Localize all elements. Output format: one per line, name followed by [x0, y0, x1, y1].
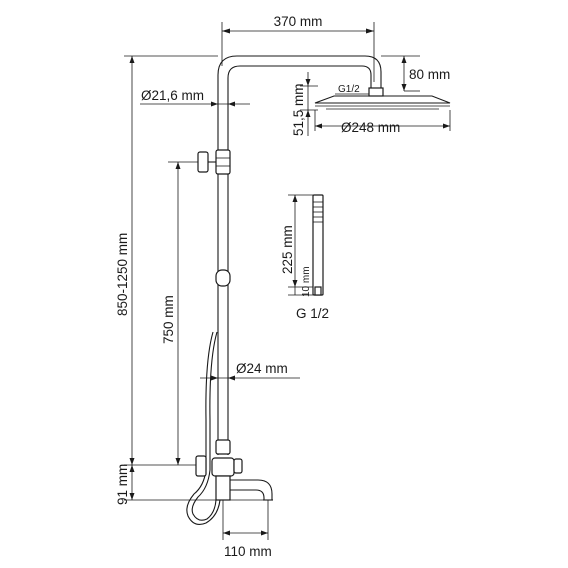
label-handshower-length: 225 mm — [280, 225, 295, 274]
dim-total-height: 850-1250 mm — [115, 55, 218, 465]
label-head-height: 51,5 mm — [291, 83, 306, 136]
label-spout-length: 110 mm — [224, 544, 272, 559]
dim-arm-length: 370 mm — [221, 14, 375, 82]
shower-head: G1/2 — [314, 84, 451, 110]
dim-mixer-height: 91 mm — [115, 464, 265, 505]
dim-head-height: 51,5 mm — [291, 72, 318, 136]
shower-hose — [186, 331, 221, 525]
label-holder-height: 750 mm — [161, 295, 176, 344]
hand-shower — [312, 194, 324, 296]
dim-lower-pipe-diameter: Ø24 mm — [200, 361, 300, 381]
riser-pipe — [197, 149, 231, 455]
dim-holder-height: 750 mm — [161, 161, 198, 465]
label-handshower-thread: G 1/2 — [296, 306, 329, 321]
dim-spout-length: 110 mm — [222, 500, 272, 559]
label-upper-pipe-diameter: Ø21,6 mm — [141, 88, 204, 103]
label-head-drop: 80 mm — [409, 67, 450, 82]
label-handshower-base: 10 mm — [301, 266, 312, 297]
label-mixer-height: 91 mm — [115, 464, 130, 505]
label-arm-length: 370 mm — [274, 14, 323, 29]
dim-head-diameter: Ø248 mm — [314, 110, 451, 135]
dim-upper-pipe-diameter: Ø21,6 mm — [140, 88, 250, 107]
label-head-thread: G1/2 — [338, 84, 360, 95]
dim-handshower: 225 mm 10 mm G 1/2 — [280, 194, 329, 321]
shower-arm — [217, 55, 382, 150]
dim-head-drop: 80 mm — [381, 55, 450, 92]
mixer-body — [168, 455, 273, 501]
label-head-diameter: Ø248 mm — [341, 120, 400, 135]
label-lower-pipe-diameter: Ø24 mm — [236, 361, 288, 376]
label-total-height: 850-1250 mm — [115, 233, 130, 316]
